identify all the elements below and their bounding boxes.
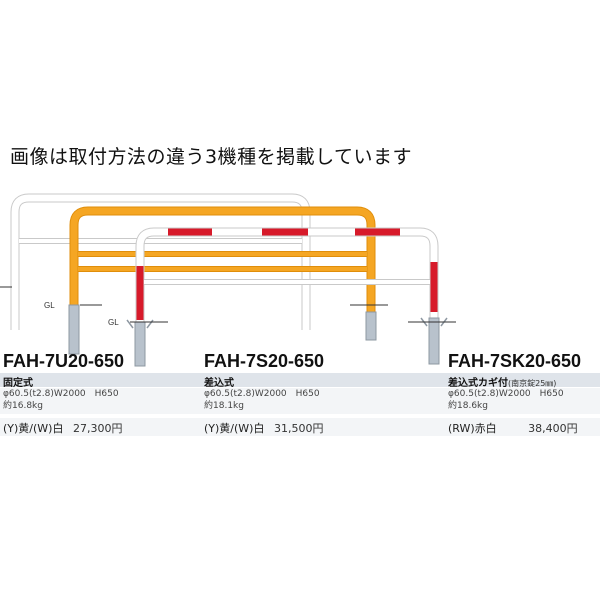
- type-band: 固定式 差込式 差込式カギ付(南京錠25㎜): [0, 373, 600, 389]
- headline: 画像は取付方法の違う3機種を掲載しています: [10, 146, 413, 168]
- spec-weight-1: 約16.8kg: [3, 401, 43, 411]
- spec-weight-3: 約18.6kg: [448, 401, 488, 411]
- type-label-3-note: (南京錠25㎜): [508, 379, 557, 388]
- price-block-3: (RW)赤白 38,400円: [448, 420, 578, 436]
- spec-block-1: φ60.5(t2.8)W2000 H650 約16.8kg: [3, 388, 119, 412]
- type-label-1: 固定式: [3, 378, 33, 389]
- price-2: 31,500円: [273, 422, 324, 435]
- barrier-redwhite-lock: [126, 227, 448, 367]
- price-block-2: (Y)黄/(W)白 31,500円: [204, 420, 323, 436]
- barrier-illustration: GL GL: [0, 193, 456, 367]
- color-label-1: (Y)黄/(W)白: [3, 422, 64, 435]
- spec-dimensions-2: φ60.5(t2.8)W2000 H650: [204, 389, 320, 399]
- type-label-2: 差込式: [204, 378, 234, 389]
- color-label-3: (RW)赤白: [448, 422, 497, 435]
- type-label-3: 差込式カギ付(南京錠25㎜): [448, 374, 556, 389]
- price-block-1: (Y)黄/(W)白 27,300円: [3, 420, 122, 436]
- spec-block-2: φ60.5(t2.8)W2000 H650 約18.1kg: [204, 388, 320, 412]
- spec-block-3: φ60.5(t2.8)W2000 H650 約18.6kg: [448, 388, 564, 412]
- model-name-3: FAH-7SK20-650: [448, 351, 582, 371]
- type-label-3-text: 差込式カギ付: [448, 378, 508, 389]
- price-1: 27,300円: [72, 422, 123, 435]
- spec-dimensions-1: φ60.5(t2.8)W2000 H650: [3, 389, 119, 399]
- spec-row: φ60.5(t2.8)W2000 H650 約16.8kg φ60.5(t2.8…: [0, 388, 600, 414]
- barrier-white-fixed: [10, 193, 311, 330]
- gl-label-3: GL: [108, 318, 119, 327]
- spec-dimensions-3: φ60.5(t2.8)W2000 H650: [448, 389, 564, 399]
- color-label-2: (Y)黄/(W)白: [204, 422, 265, 435]
- barrier-yellow-insert: [68, 206, 377, 355]
- price-row: (Y)黄/(W)白 27,300円 (Y)黄/(W)白 31,500円 (RW)…: [0, 418, 600, 436]
- spec-weight-2: 約18.1kg: [204, 401, 244, 411]
- model-name-2: FAH-7S20-650: [204, 351, 325, 371]
- model-name-1: FAH-7U20-650: [3, 351, 125, 371]
- gl-label-2: GL: [44, 301, 55, 310]
- price-3: 38,400円: [528, 422, 578, 435]
